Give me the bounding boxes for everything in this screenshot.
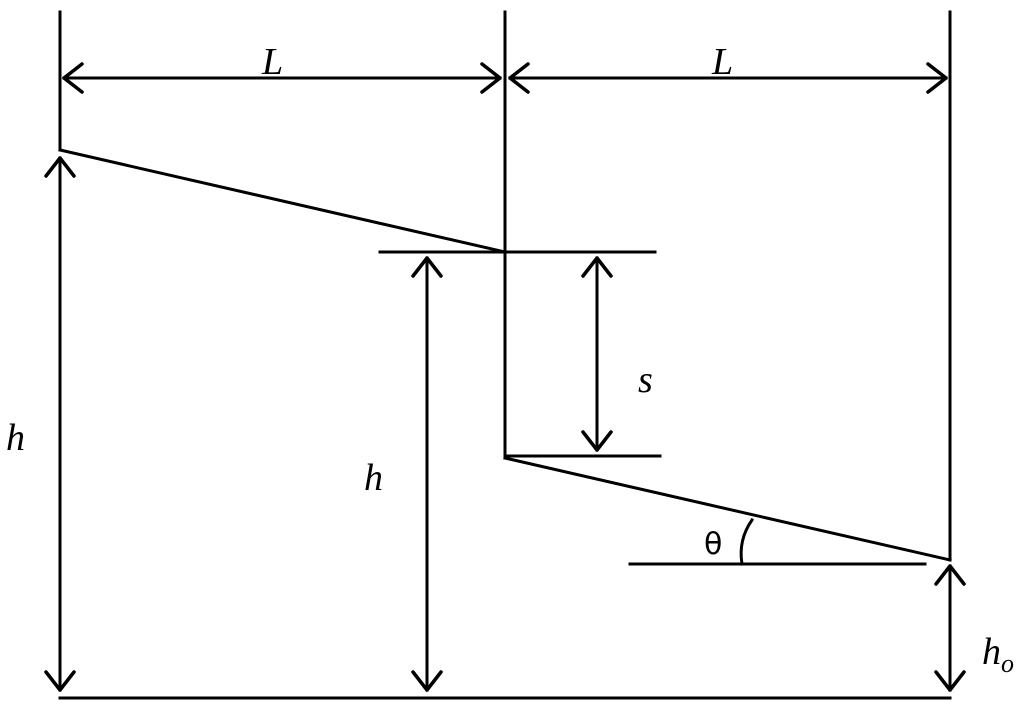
upper-slope-line [58, 148, 507, 254]
slope-angle-label: θ [704, 527, 722, 562]
step-height-label: h [364, 457, 383, 499]
total-head-dimension-arrow [44, 156, 76, 692]
step-drop-label: s [638, 359, 653, 401]
lower-slope-line [503, 456, 952, 562]
left-span-dimension-arrow [62, 62, 502, 94]
left-span-label: L [261, 41, 283, 83]
total-head-label: h [6, 417, 25, 459]
tail-height-dimension-arrow [934, 564, 966, 692]
tail-height-letter: h [982, 631, 1001, 673]
slope-angle-arc [739, 517, 755, 566]
step-height-dimension-arrow [411, 256, 443, 692]
tail-height-label: ho [982, 631, 1014, 678]
right-span-dimension-arrow [508, 62, 948, 94]
tail-height-subscript: o [1001, 649, 1014, 678]
step-drop-dimension-arrow [581, 256, 613, 452]
right-span-label: L [711, 41, 733, 83]
